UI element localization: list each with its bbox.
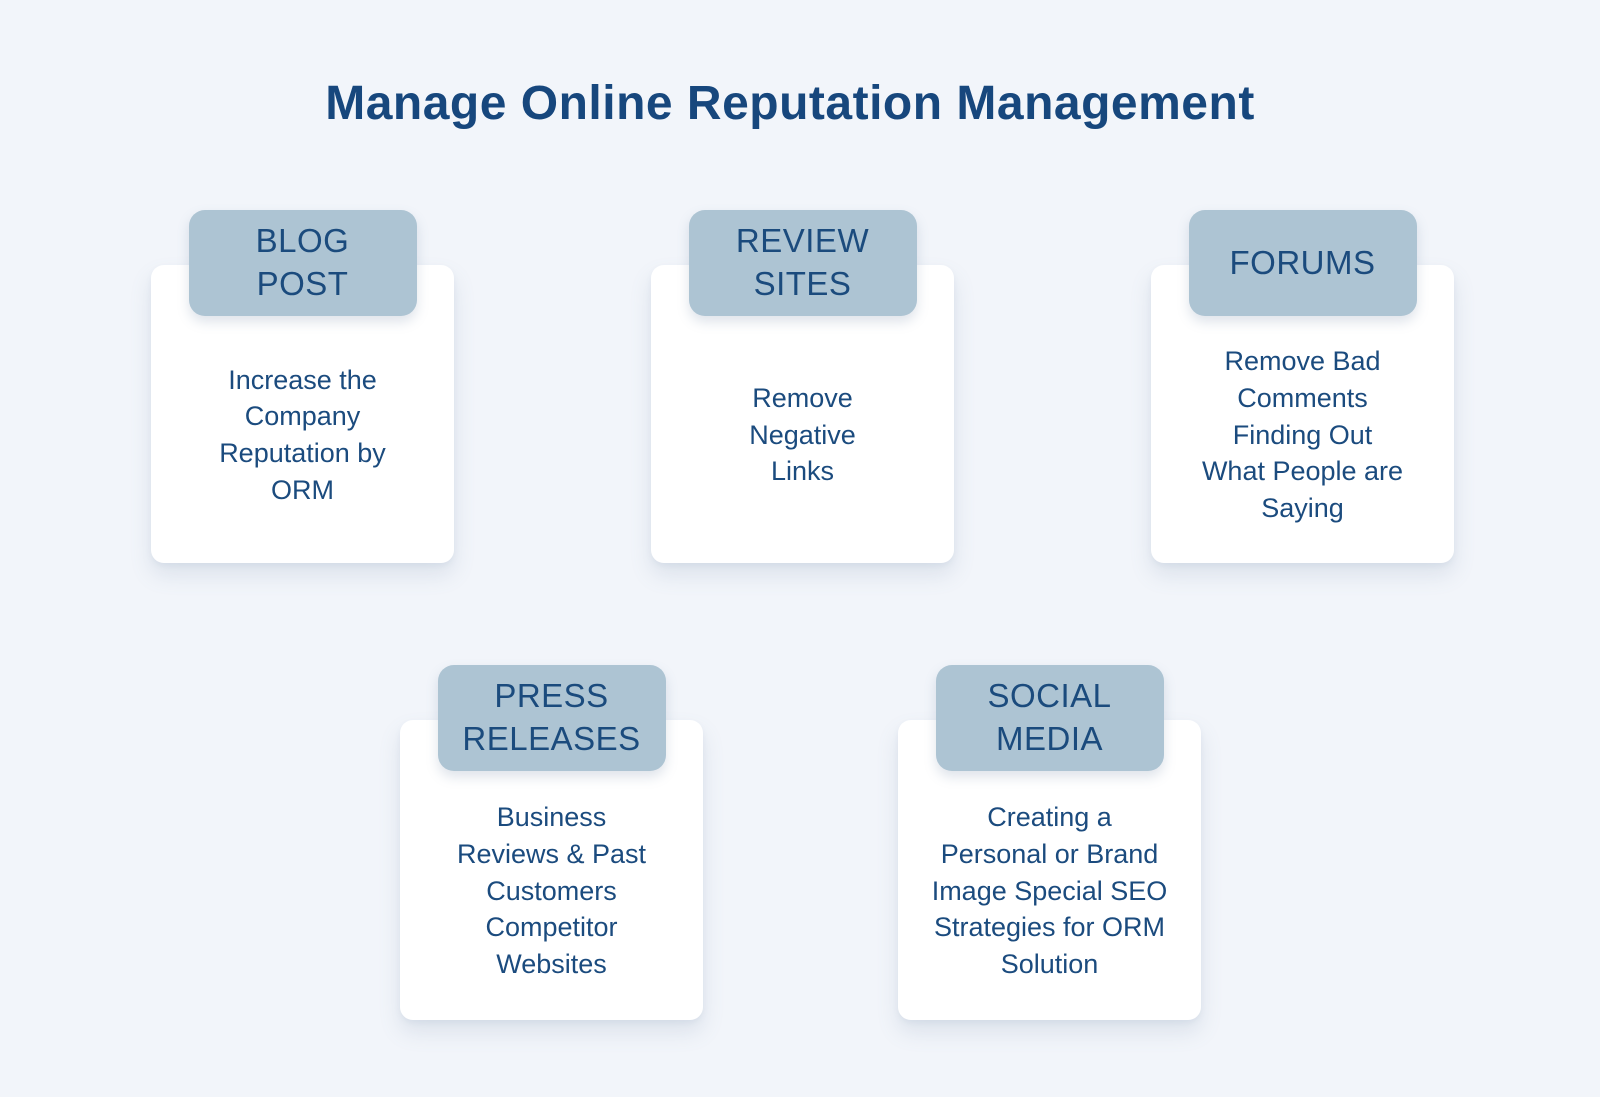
social-media-description: Creating a Personal or Brand Image Speci…: [931, 802, 1168, 980]
blog-post-description: Increase the Company Reputation by ORM: [219, 364, 386, 505]
press-releases-card: PRESS RELEASES Business Reviews & Past C…: [400, 665, 703, 1020]
blog-post-badge: BLOG POST: [188, 210, 417, 316]
forums-card: FORUMS Remove Bad Comments Finding Out W…: [1151, 210, 1454, 563]
review-sites-badge: REVIEW SITES: [688, 210, 917, 316]
blog-post-card: BLOG POST Increase the Company Reputatio…: [151, 210, 454, 563]
press-releases-badge-label: PRESS RELEASES: [462, 677, 641, 757]
review-sites-card: REVIEW SITES Remove Negative Links: [651, 210, 954, 563]
social-media-badge: SOCIAL MEDIA: [935, 665, 1164, 771]
press-releases-description: Business Reviews & Past Customers Compet…: [456, 802, 647, 980]
blog-post-badge-label: BLOG POST: [255, 222, 350, 302]
forums-badge-label: FORUMS: [1229, 243, 1376, 281]
review-sites-description: Remove Negative Links: [749, 382, 856, 487]
forums-description: Remove Bad Comments Finding Out What Peo…: [1201, 346, 1404, 524]
press-releases-badge: PRESS RELEASES: [437, 665, 666, 771]
social-media-card: SOCIAL MEDIA Creating a Personal or Bran…: [898, 665, 1201, 1020]
page-title: Manage Online Reputation Management: [325, 77, 1255, 130]
social-media-badge-label: SOCIAL MEDIA: [987, 677, 1112, 757]
review-sites-badge-label: REVIEW SITES: [735, 222, 870, 302]
forums-badge: FORUMS: [1188, 210, 1417, 316]
